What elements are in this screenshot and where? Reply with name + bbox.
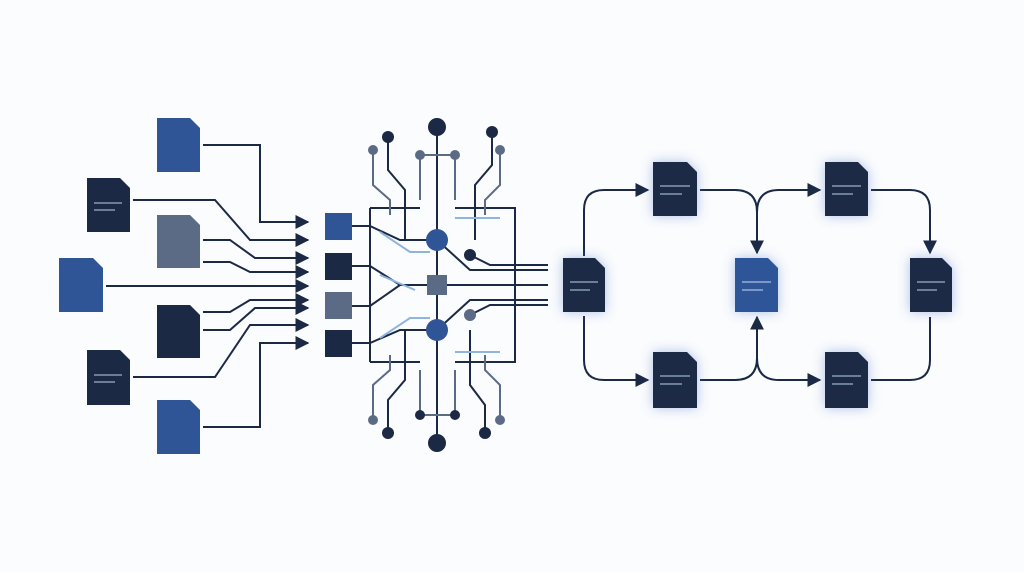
document-icon [157,215,200,268]
processor-node [426,229,448,251]
document-icon [825,352,868,408]
document-icon [563,258,605,312]
document-icon [157,305,200,358]
circuit-nodes [368,118,505,452]
document-icon [59,258,103,312]
document-icon [87,350,130,405]
document-icon [910,258,952,312]
input-arrows [106,144,310,428]
input-block [325,292,352,319]
input-documents [59,118,200,454]
processor-core [427,275,447,295]
document-icon [157,118,200,172]
input-block [325,253,352,280]
document-icon [87,178,130,232]
processing-circuit [352,127,548,443]
processor-node [426,319,448,341]
document-icon [825,162,868,216]
document-icon [157,400,200,454]
document-icon [735,258,778,312]
input-block [325,213,352,240]
input-blocks [325,213,352,357]
document-icon [653,352,697,408]
cycle-connectors [583,183,937,387]
cycle-documents [563,162,952,408]
document-icon [653,162,697,216]
input-block [325,330,352,357]
